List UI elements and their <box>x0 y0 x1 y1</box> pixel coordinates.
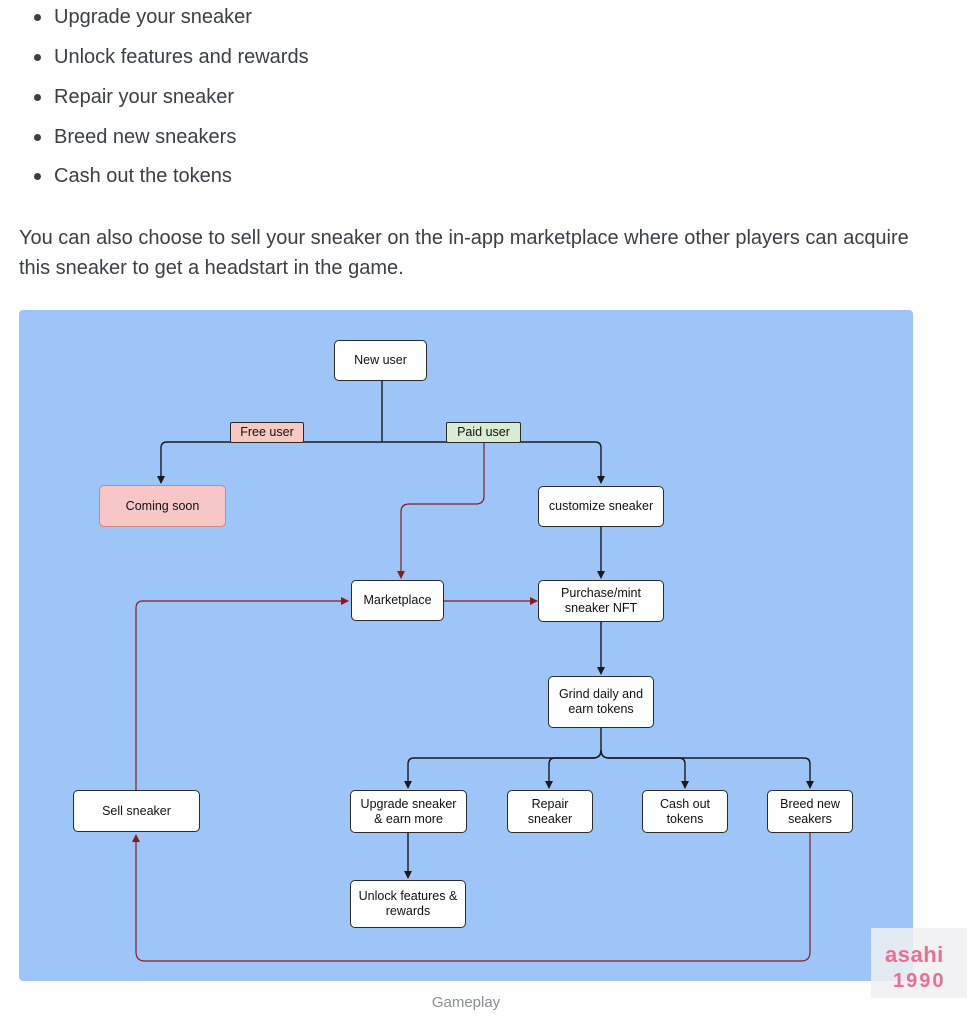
edge-to-repair <box>545 749 602 789</box>
edge-breed-to-sell <box>132 833 811 962</box>
label-free-user: Free user <box>230 422 304 443</box>
node-unlock-features: Unlock features & rewards <box>350 880 466 928</box>
label-paid-user: Paid user <box>446 422 521 443</box>
node-upgrade-sneaker: Upgrade sneaker & earn more <box>350 790 467 833</box>
node-customize-sneaker: customize sneaker <box>538 486 664 527</box>
watermark: asahi 1990 <box>871 928 967 998</box>
diagram-caption: Gameplay <box>431 994 501 1011</box>
gameplay-flow-diagram: New user Coming soon customize sneaker M… <box>19 310 913 981</box>
bullet-dot <box>34 54 41 61</box>
diagram-edges <box>132 381 814 962</box>
node-coming-soon: Coming soon <box>99 485 226 527</box>
marketplace-paragraph: You can also choose to sell your sneaker… <box>19 227 909 279</box>
node-marketplace: Marketplace <box>351 580 444 621</box>
edge-to-breed <box>600 749 814 789</box>
watermark-line-1: asahi <box>885 942 944 967</box>
node-repair-sneaker: Repair sneaker <box>507 790 593 833</box>
edge-paid-to-marketplace <box>397 443 485 579</box>
bullet-dot <box>34 173 41 180</box>
edge-to-coming-soon <box>157 441 382 484</box>
bullet-dot <box>34 134 41 141</box>
edge-to-customize <box>382 441 605 484</box>
node-grind-daily: Grind daily and earn tokens <box>548 676 654 728</box>
edge-sell-to-marketplace <box>135 597 349 790</box>
node-breed-new: Breed new seakers <box>767 790 853 833</box>
bullet-dot <box>34 94 41 101</box>
watermark-line-2: 1990 <box>893 970 946 992</box>
node-purchase-mint: Purchase/mint sneaker NFT <box>538 580 664 622</box>
node-new-user: New user <box>334 340 427 381</box>
node-sell-sneaker: Sell sneaker <box>73 790 200 832</box>
edge-to-cashout <box>600 749 689 789</box>
node-cash-out: Cash out tokens <box>642 790 728 833</box>
edge-to-upgrade <box>404 749 602 789</box>
bullet-dot <box>34 14 41 21</box>
